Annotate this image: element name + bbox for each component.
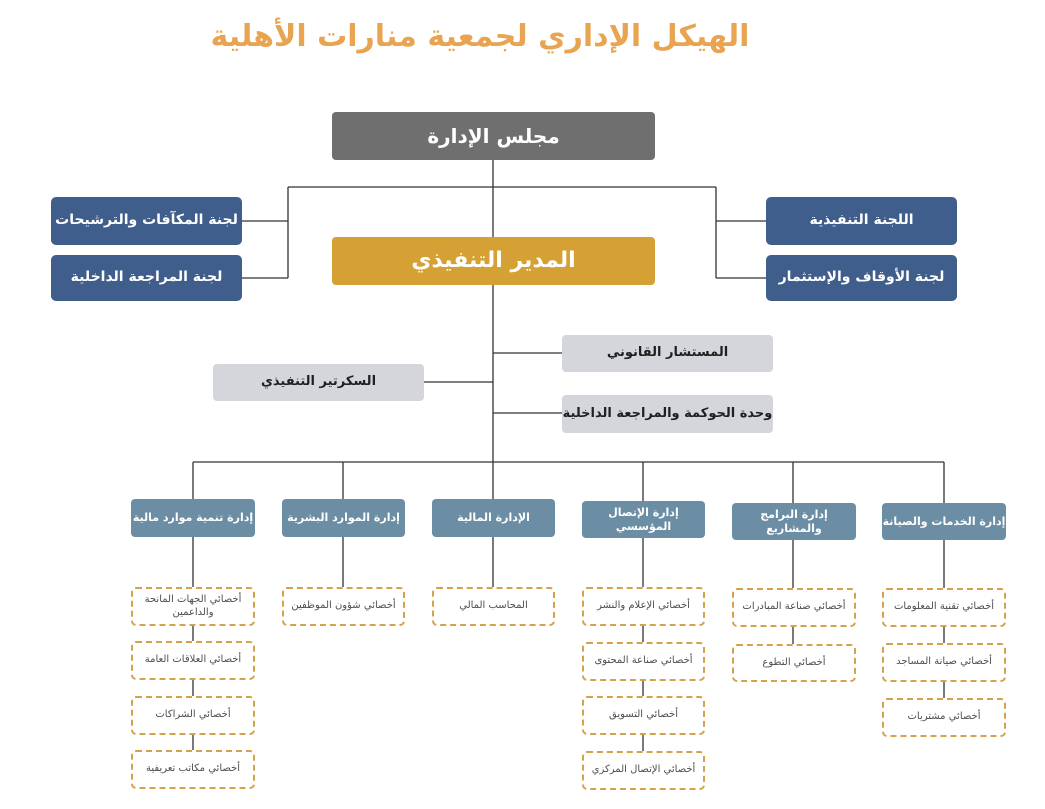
role-box: أخصائي صيانة المساجد <box>882 643 1006 682</box>
committee-audit: لجنة المراجعة الداخلية <box>51 255 242 301</box>
department-box: إدارة تنمية موارد مالية <box>131 499 255 537</box>
department-box: الإدارة المالية <box>432 499 555 537</box>
committee-executive: اللجنة التنفيذية <box>766 197 957 245</box>
chart-title: الهيكل الإداري لجمعية منارات الأهلية <box>210 19 750 54</box>
role-box: أخصائي الإتصال المركزي <box>582 751 705 790</box>
board-box: مجلس الإدارة <box>332 112 655 160</box>
role-box: أخصائي التطوع <box>732 644 856 682</box>
role-box: أخصائي شؤون الموظفين <box>282 587 405 626</box>
committee-rewards: لجنة المكآفات والترشيحات <box>51 197 242 245</box>
role-box: أخصائي تقنية المعلومات <box>882 588 1006 627</box>
role-box: أخصائي مكاتب تعريفية <box>131 750 255 789</box>
executive-secretary-box: السكرتير التنفيذي <box>213 364 424 401</box>
role-box: أخصائي التسويق <box>582 696 705 735</box>
department-box: إدارة الموارد البشرية <box>282 499 405 537</box>
department-box: إدارة الإتصال المؤسسي <box>582 501 705 538</box>
governance-unit-box: وحدة الحوكمة والمراجعة الداخلية <box>562 395 773 433</box>
department-box: إدارة الخدمات والصيانة <box>882 503 1006 540</box>
role-box: أخصائي الشراكات <box>131 696 255 735</box>
role-box: أخصائي الإعلام والنشر <box>582 587 705 626</box>
role-box: المحاسب المالي <box>432 587 555 626</box>
department-box: إدارة البرامج والمشاريع <box>732 503 856 540</box>
committee-endowments: لجنة الأوقاف والإستثمار <box>766 255 957 301</box>
legal-advisor-box: المستشار القانوني <box>562 335 773 372</box>
role-box: أخصائي مشتريات <box>882 698 1006 737</box>
role-box: أخصائي صناعة المبادرات <box>732 588 856 627</box>
role-box: أخصائي الجهات المانحة والداعمين <box>131 587 255 626</box>
executive-director-box: المدير التنفيذي <box>332 237 655 285</box>
role-box: أخصائي العلاقات العامة <box>131 641 255 680</box>
role-box: أخصائي صناعة المحتوى <box>582 642 705 681</box>
